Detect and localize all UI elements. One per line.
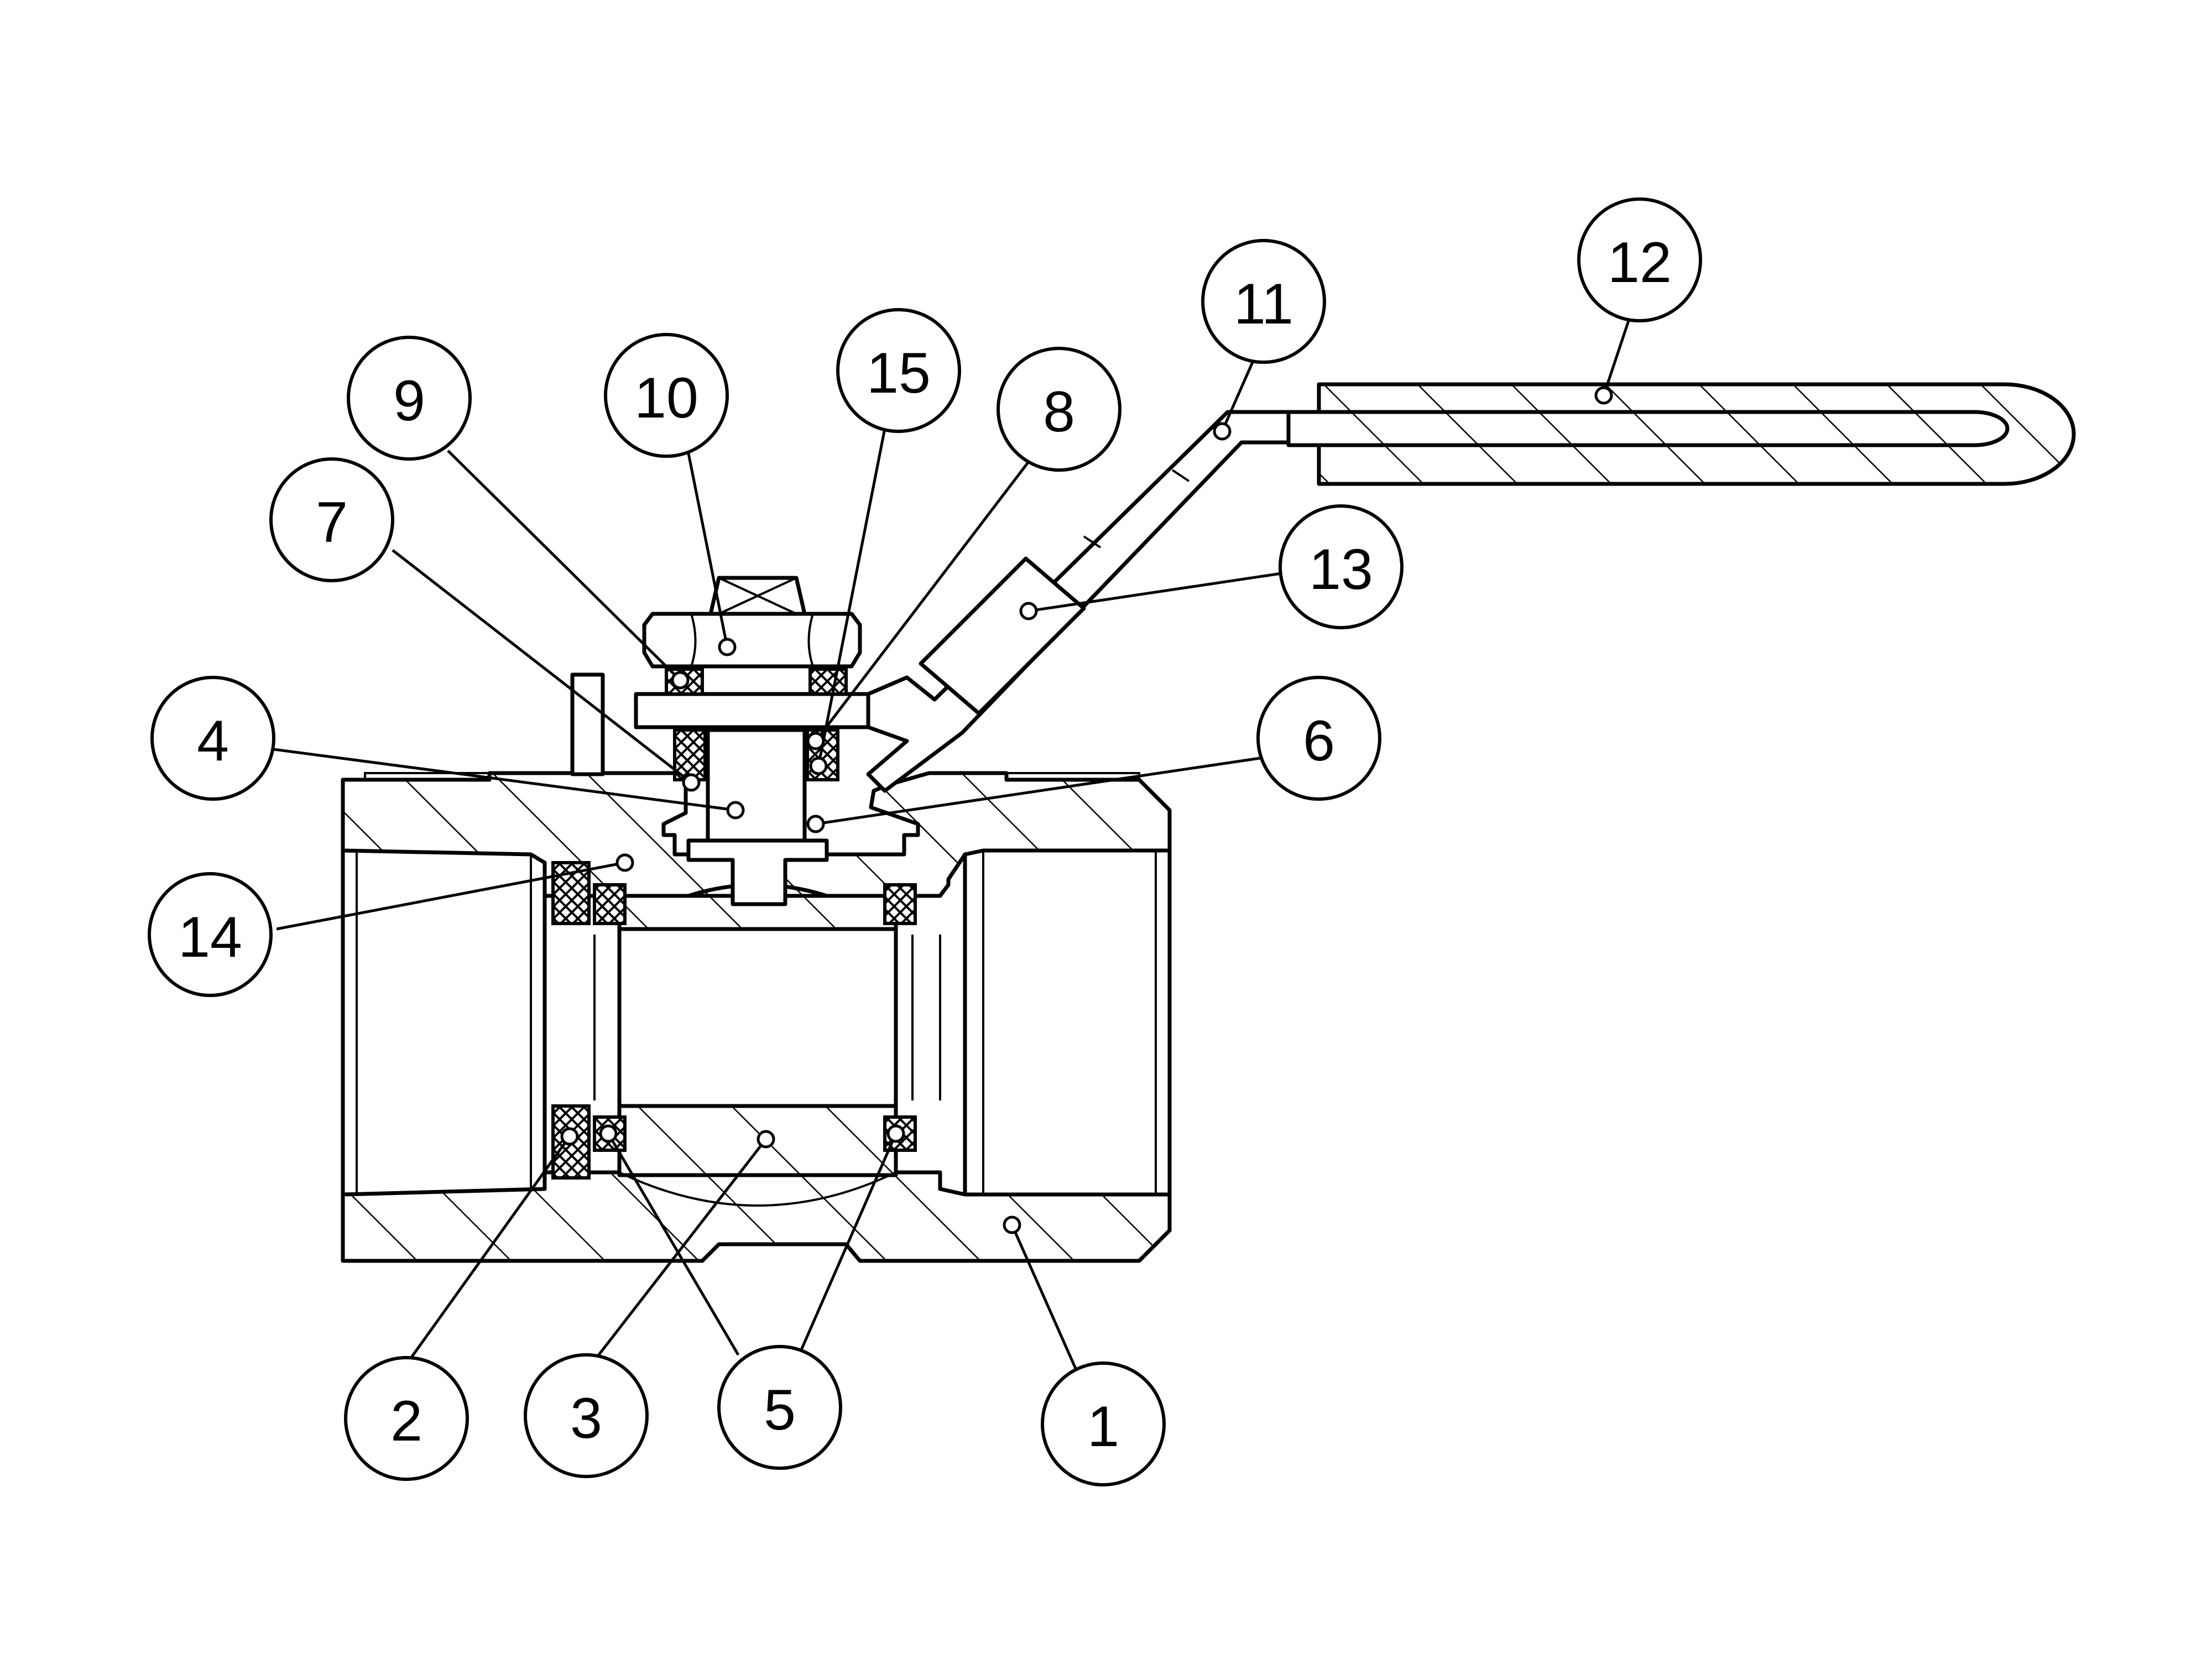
callout-3: 3 xyxy=(524,1353,649,1478)
leader-10 xyxy=(687,453,729,648)
dot-1 xyxy=(1003,1215,1021,1234)
callout-5-label: 5 xyxy=(764,1378,796,1442)
callout-12: 12 xyxy=(1577,197,1702,322)
leader-3 xyxy=(593,1138,767,1361)
callout-6: 6 xyxy=(1256,676,1381,801)
dot-15 xyxy=(809,757,828,775)
leader-5a xyxy=(607,1133,740,1356)
callout-9: 9 xyxy=(347,336,472,461)
leader-9 xyxy=(447,450,681,681)
dot-13 xyxy=(1019,602,1038,620)
callout-7-label: 7 xyxy=(316,491,348,555)
callout-11: 11 xyxy=(1201,239,1326,364)
dot-5b xyxy=(886,1124,905,1143)
callout-12-label: 12 xyxy=(1608,231,1672,295)
dot-14 xyxy=(615,853,634,872)
valve-body xyxy=(341,771,1172,1263)
packing-left xyxy=(673,728,707,781)
callout-15: 15 xyxy=(836,308,961,433)
body-lower-wall xyxy=(341,1170,1172,1263)
dot-2 xyxy=(560,1127,579,1146)
hex-nut xyxy=(642,612,862,669)
leader-2 xyxy=(408,1135,571,1361)
seat-left-upper xyxy=(593,883,627,925)
callout-1: 1 xyxy=(1041,1361,1166,1486)
ball-bore xyxy=(617,927,898,1108)
dot-11 xyxy=(1213,422,1232,441)
dot-3 xyxy=(757,1130,775,1149)
stop-plate xyxy=(634,692,870,729)
callout-13: 13 xyxy=(1279,504,1404,629)
handle-assembly xyxy=(866,382,2076,793)
callout-8-label: 8 xyxy=(1043,380,1075,444)
hex-nut-faces xyxy=(690,613,814,667)
dot-10 xyxy=(718,638,737,656)
leader-7 xyxy=(392,549,692,784)
callout-15-label: 15 xyxy=(867,341,931,405)
callout-13-label: 13 xyxy=(1309,538,1373,602)
dot-4 xyxy=(726,801,745,820)
dot-9 xyxy=(671,671,690,690)
callout-9-label: 9 xyxy=(393,369,425,433)
callout-5: 5 xyxy=(717,1345,842,1470)
callout-6-label: 6 xyxy=(1303,709,1335,773)
leader-13 xyxy=(1028,571,1289,613)
leader-5b xyxy=(797,1133,898,1356)
stem xyxy=(706,728,807,843)
ball-bottom-arc xyxy=(619,1171,896,1207)
body-top-flat-right xyxy=(1006,772,1140,780)
leader-4 xyxy=(273,748,736,812)
leader-12 xyxy=(1602,320,1630,396)
washer-right xyxy=(808,667,848,696)
leader-6 xyxy=(815,756,1264,826)
ball xyxy=(593,883,941,1207)
callout-10-label: 10 xyxy=(634,366,698,430)
stem-top-cross xyxy=(718,577,797,615)
dot-6 xyxy=(806,815,825,833)
callout-4-label: 4 xyxy=(197,709,229,773)
stem-tang xyxy=(686,838,829,906)
leader-11 xyxy=(1220,361,1254,432)
dot-7 xyxy=(682,773,701,792)
leader-lines xyxy=(273,320,1630,1420)
leader-8 xyxy=(815,461,1030,742)
leader-14 xyxy=(276,861,625,931)
callout-2-label: 2 xyxy=(390,1389,422,1453)
leader-dots xyxy=(560,386,1613,1234)
right-thread-lines xyxy=(982,851,1157,1194)
seats-and-seals xyxy=(551,861,917,1180)
callout-3-label: 3 xyxy=(570,1386,602,1451)
callout-4: 4 xyxy=(150,676,275,801)
left-thread-lines xyxy=(356,851,532,1194)
grip-core xyxy=(1286,410,2010,447)
callout-14-label: 14 xyxy=(178,905,242,969)
leader-15 xyxy=(817,428,886,766)
dot-12 xyxy=(1594,386,1613,405)
callout-8: 8 xyxy=(997,347,1121,472)
seat-right-upper xyxy=(883,883,917,925)
callout-11-label: 11 xyxy=(1234,272,1293,336)
callout-10: 10 xyxy=(604,333,729,458)
callout-14: 14 xyxy=(148,872,273,997)
callout-1-label: 1 xyxy=(1087,1395,1119,1459)
handle-sleeve xyxy=(919,556,1086,716)
stop-pin xyxy=(570,672,605,776)
dot-5a xyxy=(599,1124,618,1143)
callout-7: 7 xyxy=(269,457,394,582)
handle-bend-marks xyxy=(1083,469,1190,549)
callout-bubbles: 1 2 3 4 5 6 7 8 xyxy=(148,197,1702,1486)
dot-8 xyxy=(806,732,825,750)
ball-bore-lines xyxy=(593,935,941,1100)
callout-2: 2 xyxy=(344,1356,469,1481)
